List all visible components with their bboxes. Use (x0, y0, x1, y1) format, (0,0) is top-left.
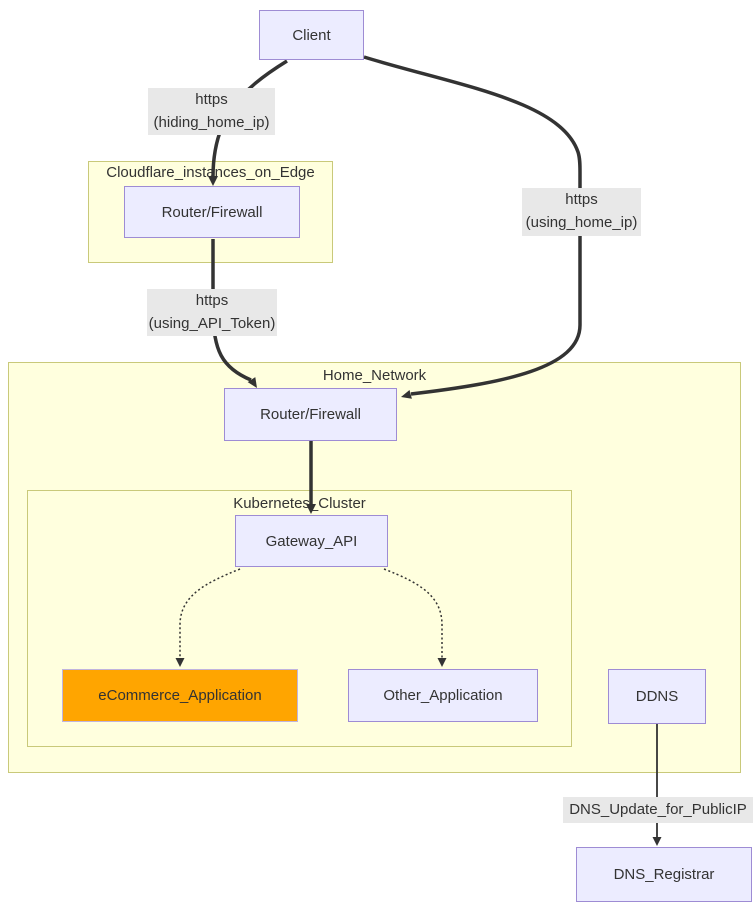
node-cloudflare-router-label: Router/Firewall (161, 203, 263, 221)
cluster-kubernetes-title: Kubernetes_Cluster (233, 495, 366, 512)
node-ddns: DDNS (608, 669, 706, 724)
cluster-home-network-title: Home_Network (322, 367, 427, 384)
edge-label-dns-update-line1: DNS_Update_for_PublicIP (569, 801, 747, 818)
node-dns-registrar-label: DNS_Registrar (613, 866, 715, 883)
edge-label-hiding-line1: https (195, 91, 228, 108)
node-home-router-firewall: Router/Firewall (224, 388, 397, 441)
node-gateway-api: Gateway_API (235, 515, 388, 567)
edge-label-home-ip-line1: https (565, 191, 598, 208)
edge-label-using-api-token: https (using_API_Token) (147, 289, 277, 336)
arrowhead-ddns-registrar (652, 837, 662, 846)
node-dns-registrar: DNS_Registrar (576, 847, 752, 902)
edge-label-home-ip-line2: (using_home_ip) (525, 214, 638, 231)
node-other-application: Other_Application (348, 669, 538, 722)
node-ecommerce-label: eCommerce_Application (98, 687, 262, 704)
edge-label-api-token-line2: (using_API_Token) (148, 315, 276, 332)
node-client: Client (259, 10, 364, 60)
edge-label-hiding-line2: (hiding_home_ip) (153, 114, 270, 131)
node-gateway-api-label: Gateway_API (265, 532, 358, 550)
cluster-cloudflare-title: Cloudflare_instances_on_Edge (106, 164, 315, 181)
node-other-application-label: Other_Application (383, 687, 503, 704)
edge-label-hiding-home-ip: https (hiding_home_ip) (148, 88, 275, 135)
node-ddns-label: DDNS (635, 688, 679, 705)
node-ecommerce-application: eCommerce_Application (62, 669, 298, 722)
node-client-label: Client (292, 26, 331, 44)
edge-label-using-home-ip: https (using_home_ip) (522, 188, 641, 236)
edge-label-dns-update: DNS_Update_for_PublicIP (563, 797, 753, 823)
edge-label-api-token-line1: https (195, 292, 229, 309)
node-cloudflare-router-firewall: Router/Firewall (124, 186, 300, 238)
node-home-router-label: Router/Firewall (260, 406, 361, 423)
